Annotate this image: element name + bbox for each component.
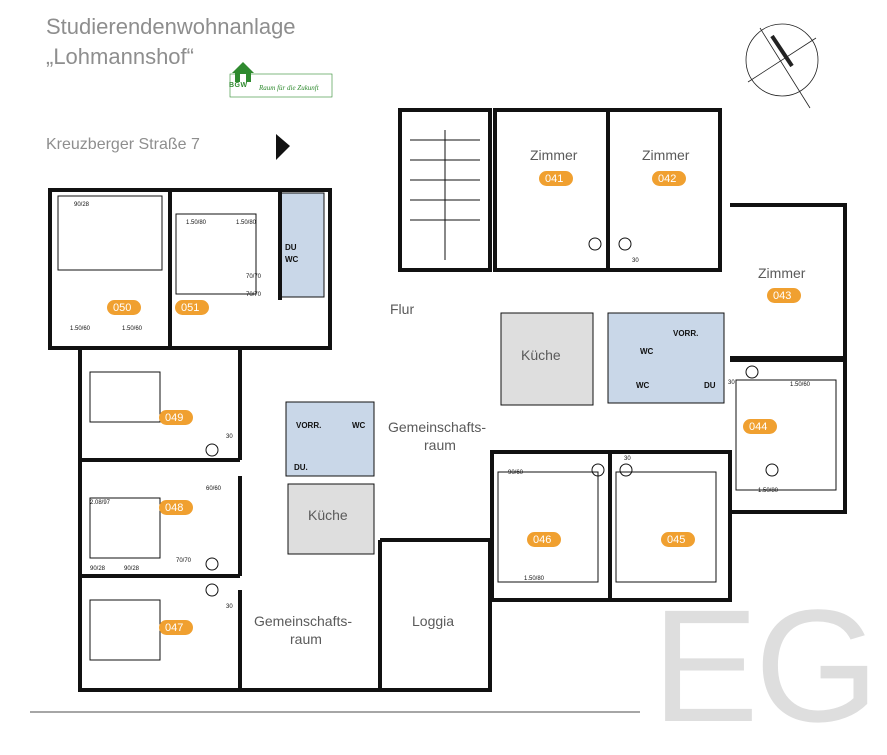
dimension-label: 30: [728, 380, 735, 386]
wet-rooms: [280, 192, 725, 477]
dimension-label: 60/60: [206, 486, 222, 492]
dimension-label: 1.50/80: [524, 576, 545, 582]
unit-badge-048-text: 048: [165, 502, 183, 514]
room-label-kueche-east: Küche: [521, 347, 561, 363]
dimension-label: 30: [226, 604, 233, 610]
room-label-loggia: Loggia: [412, 613, 454, 629]
room-label-zimmer-042: Zimmer: [642, 147, 690, 163]
unit-badge-042: [652, 171, 686, 186]
dimension-label: 70/70: [246, 292, 262, 298]
unit-badge-047: [159, 620, 193, 635]
unit-badge-051-text: 051: [181, 302, 199, 314]
unit-badge-051: [175, 300, 209, 315]
fixture-label-vorr-east: VORR.: [673, 329, 698, 338]
dimension-label: 70/70: [176, 558, 192, 564]
room-label-zimmer-043: Zimmer: [758, 265, 806, 281]
bathroom-050-051: [280, 192, 325, 298]
unit-badge-050: [107, 300, 141, 315]
furniture: [57, 130, 837, 661]
fixture-label-du-center: DU.: [294, 463, 308, 472]
fixture-label-wc-east-b: WC: [636, 381, 650, 390]
title-line-1: Studierendenwohnanlage: [46, 14, 296, 39]
dimension-label: 30: [226, 434, 233, 440]
dimension-label: 90/28: [124, 566, 140, 572]
dimension-label: 1.50/80: [236, 220, 257, 226]
room-label-zimmer-041: Zimmer: [530, 147, 578, 163]
dimension-label: 1.50/60: [70, 326, 91, 332]
dimension-label: 1.50/60: [790, 382, 811, 388]
dimension-label: 1.50/60: [122, 326, 143, 332]
fixture-label-wc-east-a: WC: [640, 347, 654, 356]
dimension-label: 30: [632, 258, 639, 264]
kitchen-east: [500, 312, 594, 406]
entrance-arrow-icon: [276, 134, 290, 160]
unit-badge-044-text: 044: [749, 421, 767, 433]
room-label-gemeinschaftsraum-1-line-1: Gemeinschafts-: [388, 419, 486, 435]
dimension-label: 1.50/80: [758, 488, 779, 494]
unit-badge-042-text: 042: [658, 173, 676, 185]
unit-badge-043: [767, 288, 801, 303]
dimension-label: 70/70: [246, 274, 262, 280]
dimension-label: 1.50/80: [186, 220, 207, 226]
unit-badges: 041 042 043 044 045 046 047 048 049 050 …: [107, 171, 801, 635]
north-arrow-icon: [745, 23, 819, 109]
fixture-label-du-east: DU: [704, 381, 716, 390]
dimension-label: 90/28: [90, 566, 106, 572]
logo-abbreviation: BGW: [229, 82, 248, 89]
dimension-label: 90/28: [74, 202, 90, 208]
room-label-gemeinschaftsraum-2-line-1: Gemeinschafts-: [254, 613, 352, 629]
unit-badge-046-text: 046: [533, 534, 551, 546]
bgw-logo: BGW Raum für die Zukunft: [229, 60, 333, 98]
unit-badge-050-text: 050: [113, 302, 131, 314]
fixture-label-wc: WC: [285, 255, 299, 264]
unit-badge-044: [743, 419, 777, 434]
dimension-label: 90/60: [508, 470, 524, 476]
kitchen-center: [287, 483, 375, 555]
house-logo-icon: [229, 62, 333, 98]
unit-badge-047-text: 047: [165, 622, 183, 634]
unit-badge-049: [159, 410, 193, 425]
bathroom-east: [607, 312, 725, 404]
dimension-label: 2.08/97: [90, 500, 111, 506]
fixture-label-du: DU: [285, 243, 297, 252]
unit-badge-045: [661, 532, 695, 547]
fixture-label-vorr: VORR.: [296, 421, 321, 430]
street-address: Kreuzberger Straße 7: [46, 136, 200, 153]
fixture-label-wc-center: WC: [352, 421, 366, 430]
unit-badge-041: [539, 171, 573, 186]
unit-badge-045-text: 045: [667, 534, 685, 546]
dimension-label: 30: [624, 456, 631, 462]
title-line-2: „Lohmannshof“: [46, 44, 194, 69]
unit-badge-048: [159, 500, 193, 515]
room-label-kueche-center: Küche: [308, 507, 348, 523]
logo-tagline: Raum für die Zukunft: [259, 84, 319, 92]
unit-badge-043-text: 043: [773, 290, 791, 302]
room-label-gemeinschaftsraum-1-line-2: raum: [424, 437, 456, 453]
walls: [48, 108, 847, 692]
unit-badge-046: [527, 532, 561, 547]
room-label-gemeinschaftsraum-2-line-2: raum: [290, 631, 322, 647]
bathroom-center: [285, 401, 375, 477]
unit-badge-049-text: 049: [165, 412, 183, 424]
unit-badge-041-text: 041: [545, 173, 563, 185]
room-label-flur: Flur: [390, 301, 414, 317]
floor-level-mark: EG: [652, 576, 879, 755]
